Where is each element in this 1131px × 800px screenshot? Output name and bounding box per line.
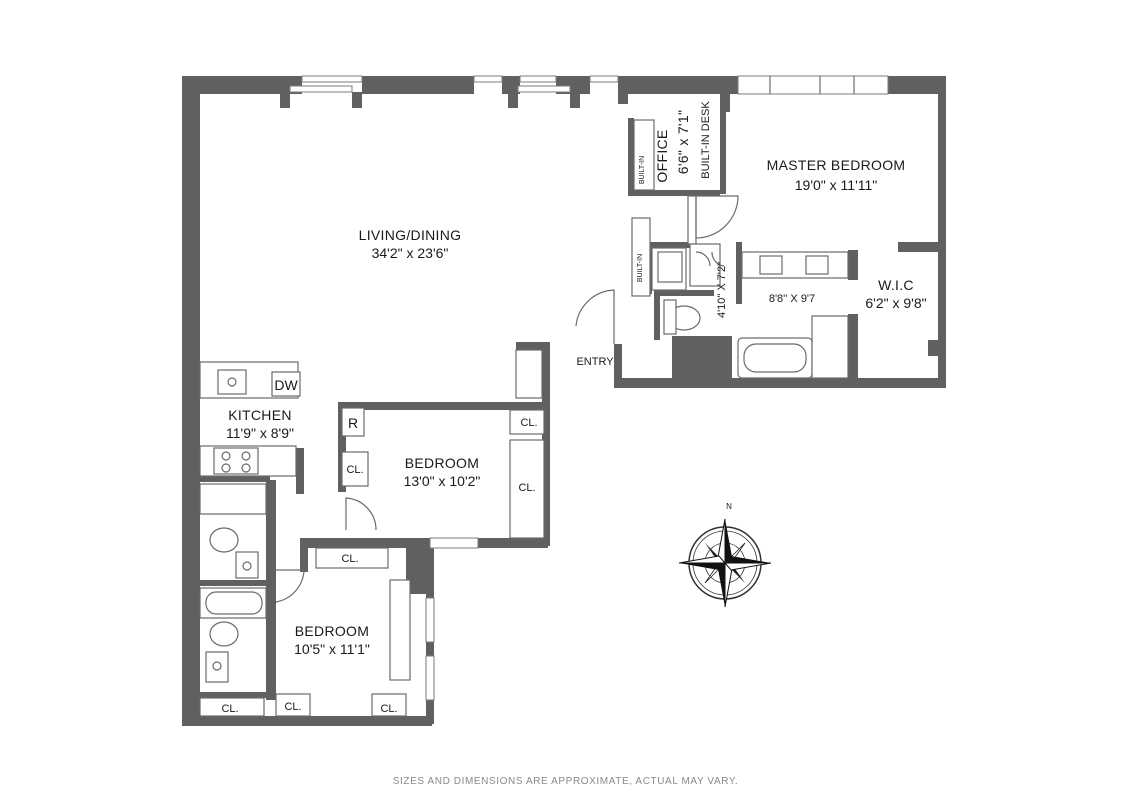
disclaimer-text: SIZES AND DIMENSIONS ARE APPROXIMATE, AC… xyxy=(392,776,739,787)
compass-north-label: N xyxy=(726,502,732,511)
wic-name: W.I.C xyxy=(878,277,914,293)
closet-label-7: CL. xyxy=(380,703,397,715)
closet-label-1: CL. xyxy=(520,417,537,429)
closet-label-4: CL. xyxy=(341,553,358,565)
office-name: OFFICE xyxy=(654,129,670,182)
walls xyxy=(182,76,946,726)
closet-label-2: CL. xyxy=(346,464,363,476)
windows xyxy=(289,75,889,701)
built-in-label-2: BUILT-IN xyxy=(637,254,644,282)
master-bedroom-name: MASTER BEDROOM xyxy=(767,157,906,173)
built-in-label-1: BUILT-IN xyxy=(639,156,646,184)
living-dining-name: LIVING/DINING xyxy=(359,227,462,243)
bedroom3-name: BEDROOM xyxy=(295,623,369,639)
fixtures xyxy=(199,119,849,717)
compass-rose-icon: N xyxy=(678,502,772,608)
entry-label: ENTRY xyxy=(576,356,614,368)
master-bath-dims: 8'8'' X 9'7 xyxy=(769,293,815,305)
bedroom3-dims: 10'5" x 11'1" xyxy=(294,641,370,657)
bedroom2-name: BEDROOM xyxy=(405,455,479,471)
kitchen-dims: 11'9" x 8'9" xyxy=(226,425,294,441)
dishwasher-label: DW xyxy=(274,377,298,393)
wic-dims: 6'2" x 9'8" xyxy=(865,295,926,311)
bedroom2-dims: 13'0" x 10'2" xyxy=(404,473,481,489)
closet-label-5: CL. xyxy=(221,703,238,715)
living-dining-dims: 34'2" x 23'6" xyxy=(372,245,449,261)
refrigerator-label: R xyxy=(348,415,358,431)
room-labels: LIVING/DINING 34'2" x 23'6" MASTER BEDRO… xyxy=(221,101,926,715)
kitchen-name: KITCHEN xyxy=(228,407,292,423)
office-desk-label: BUILT-IN DESK xyxy=(700,101,712,179)
master-bedroom-dims: 19'0" x 11'11" xyxy=(795,177,878,193)
closet-label-6: CL. xyxy=(284,701,301,713)
hall-closet-dims: 4'10" X 7'2" xyxy=(716,262,728,318)
closet-label-3: CL. xyxy=(518,482,535,494)
doors xyxy=(270,195,739,603)
office-dims: 6'6" x 7'1" xyxy=(675,110,691,175)
